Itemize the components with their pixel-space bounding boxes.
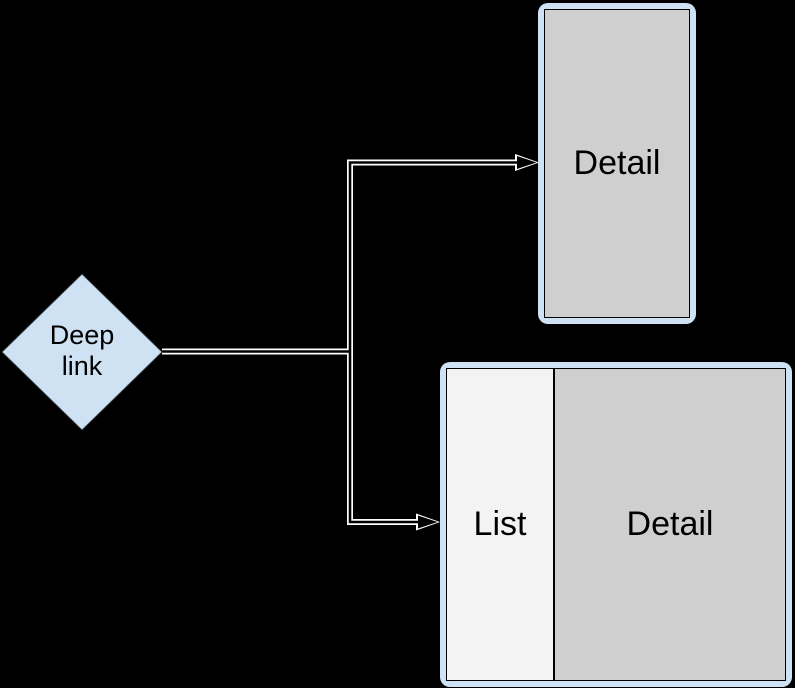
detail-screen-surface: Detail bbox=[544, 9, 690, 318]
connector-casing-to-list-detail bbox=[347, 351, 417, 525]
detail-screen-label: Detail bbox=[573, 144, 661, 182]
deep-link-label-line2: link bbox=[61, 351, 103, 381]
connector-core-to-list-detail bbox=[348, 351, 432, 524]
connector-core-to-detail bbox=[348, 161, 531, 352]
detail-panel: Detail bbox=[555, 369, 785, 680]
connector-casing-to-detail bbox=[347, 159, 516, 352]
deep-link-label: Deep link bbox=[22, 320, 142, 382]
arrowhead-inner-to-list-detail bbox=[418, 515, 438, 529]
list-panel-label: List bbox=[473, 505, 527, 543]
list-panel: List bbox=[447, 369, 553, 680]
list-detail-screen-node: List Detail bbox=[440, 362, 792, 687]
arrowhead-inner-to-detail bbox=[517, 156, 537, 169]
deep-link-label-line1: Deep bbox=[49, 320, 115, 350]
connector-cores bbox=[162, 156, 537, 529]
panel-divider bbox=[553, 369, 555, 680]
list-detail-screen-surface: List Detail bbox=[446, 368, 786, 681]
detail-screen-node: Detail bbox=[538, 3, 696, 324]
detail-panel-label: Detail bbox=[626, 505, 714, 543]
